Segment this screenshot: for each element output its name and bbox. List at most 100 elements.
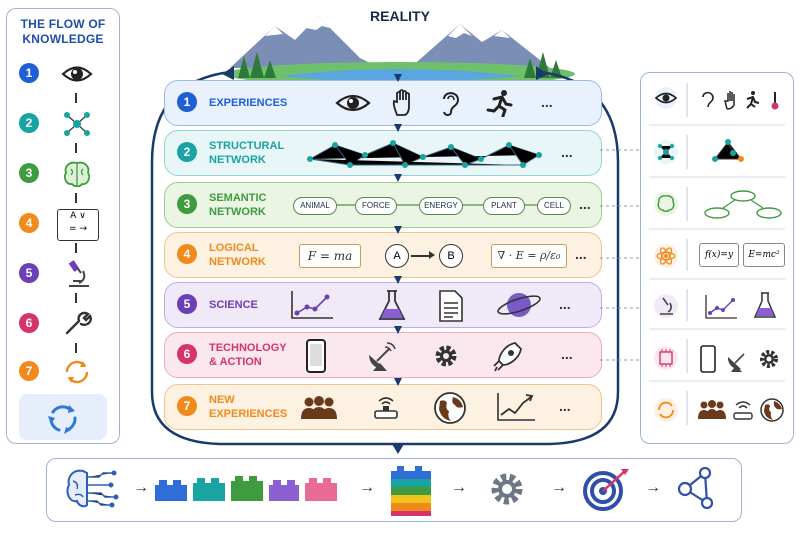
people-group-icon — [698, 400, 726, 419]
more-dots: ... — [541, 94, 553, 110]
legend-step-5: 5 — [19, 259, 115, 289]
layer-title-line1: NEW — [209, 394, 235, 406]
target-icon — [583, 469, 629, 511]
recycle-icon — [48, 405, 77, 434]
brain-circuit-icon — [66, 469, 119, 508]
layer-title-line2: NETWORK — [209, 154, 266, 166]
legend-step-number: 1 — [19, 63, 39, 83]
legend-step-1: 1 — [19, 59, 115, 89]
layer-title-line2: & ACTION — [209, 356, 262, 368]
gear-icon — [491, 473, 523, 505]
globe-icon — [760, 398, 784, 422]
domain-examples-grid — [649, 83, 785, 425]
layer-title: SEMANTIC NETWORK — [209, 191, 266, 219]
semantic-links — [329, 204, 539, 206]
legend-arrow — [75, 193, 77, 203]
legend-step-4: 4 A ∨ = → — [19, 209, 115, 241]
line-chart-icon — [705, 295, 737, 319]
cycle-icon — [65, 360, 89, 384]
atom-icon — [654, 244, 678, 268]
structural-network-graph — [307, 140, 542, 168]
semantic-node: ENERGY — [419, 197, 463, 215]
domain-examples-panel: f(x)=y E=mc² — [640, 72, 794, 444]
more-dots: ... — [559, 398, 571, 414]
layer-title: LOGICAL NETWORK — [209, 241, 266, 269]
gear-icon — [435, 345, 457, 367]
layer-number: 7 — [177, 396, 197, 416]
layer-experiences: 1 EXPERIENCES ... — [164, 80, 602, 126]
legend-arrow — [75, 143, 77, 153]
more-dots: ... — [561, 144, 573, 160]
line-chart-icon — [291, 291, 333, 319]
rocket-icon — [493, 342, 522, 372]
logic-node-b: B — [439, 244, 463, 268]
globe-icon — [434, 392, 466, 424]
formula-gauss: ∇ · E = ρ/ε₀ — [491, 244, 567, 268]
people-group-icon — [301, 396, 337, 419]
satellite-dish-icon — [368, 342, 396, 371]
trend-chart-icon — [497, 393, 535, 421]
eye-icon — [61, 66, 93, 82]
legend-step-number: 4 — [19, 213, 39, 233]
flow-legend-panel: THE FLOW OF KNOWLEDGE 1 2 3 4 A ∨ = → — [6, 8, 120, 444]
more-dots: ... — [575, 246, 587, 262]
legend-step-7: 7 — [19, 357, 115, 387]
pipeline-arrow: → — [133, 479, 149, 496]
vr-device-icon — [374, 397, 398, 419]
flow-down-arrows — [394, 74, 402, 386]
logic-symbol: → — [79, 224, 87, 234]
legend-title-line1: THE FLOW OF — [20, 17, 106, 31]
legend-arrow — [75, 293, 77, 303]
logic-arrow — [411, 255, 431, 257]
gear-icon — [760, 350, 778, 368]
semantic-node: PLANT — [483, 197, 525, 215]
pipeline-arrow: → — [645, 479, 661, 496]
microscope-icon — [654, 294, 678, 318]
logic-arrow-head — [429, 251, 435, 259]
layer-title-line2: NETWORK — [209, 256, 266, 268]
logic-node-a: A — [385, 244, 409, 268]
logic-symbol: ∨ — [79, 211, 86, 221]
legend-title: THE FLOW OF KNOWLEDGE — [7, 17, 119, 47]
knowledge-build-pipeline: → → → → → — [46, 458, 742, 522]
legend-step-number: 3 — [19, 163, 39, 183]
dashed-connectors — [600, 149, 640, 361]
flask-icon — [378, 290, 406, 320]
layer-title-line2: NETWORK — [209, 206, 266, 218]
legend-step-number: 5 — [19, 263, 39, 283]
planet-icon — [497, 293, 541, 317]
eye-icon — [654, 87, 678, 109]
lego-bricks-icon — [155, 476, 337, 501]
smartphone-icon — [700, 345, 716, 373]
brain-icon — [63, 161, 91, 188]
layer-number: 5 — [177, 294, 197, 314]
stacked-layers-icon — [391, 466, 431, 516]
eye-icon — [335, 94, 371, 112]
formula-function-box: f(x)=y — [699, 243, 739, 267]
logic-symbol: A — [70, 211, 77, 221]
layer-technology-action: 6 TECHNOLOGY& ACTION ... — [164, 332, 602, 378]
brain-icon — [654, 192, 678, 216]
document-icon — [439, 290, 463, 322]
smartphone-icon — [306, 339, 326, 373]
hand-icon — [392, 89, 410, 116]
layer-title-line1: LOGICAL — [209, 242, 259, 254]
legend-step-number: 6 — [19, 313, 39, 333]
network-graph-icon — [677, 467, 714, 510]
legend-arrow — [75, 343, 77, 353]
formula-energy-box: E=mc² — [743, 243, 785, 267]
graph-icon — [712, 139, 744, 162]
logic-symbol: = — [69, 224, 77, 234]
more-dots: ... — [579, 196, 591, 212]
legend-step-6: 6 — [19, 309, 115, 339]
legend-step-number: 2 — [19, 113, 39, 133]
cycle-loop-box — [19, 394, 107, 440]
wrench-icon — [65, 311, 92, 335]
semantic-node: FORCE — [355, 197, 397, 215]
layer-title-line1: SEMANTIC — [209, 192, 267, 204]
formula-newton: F = ma — [299, 244, 361, 268]
